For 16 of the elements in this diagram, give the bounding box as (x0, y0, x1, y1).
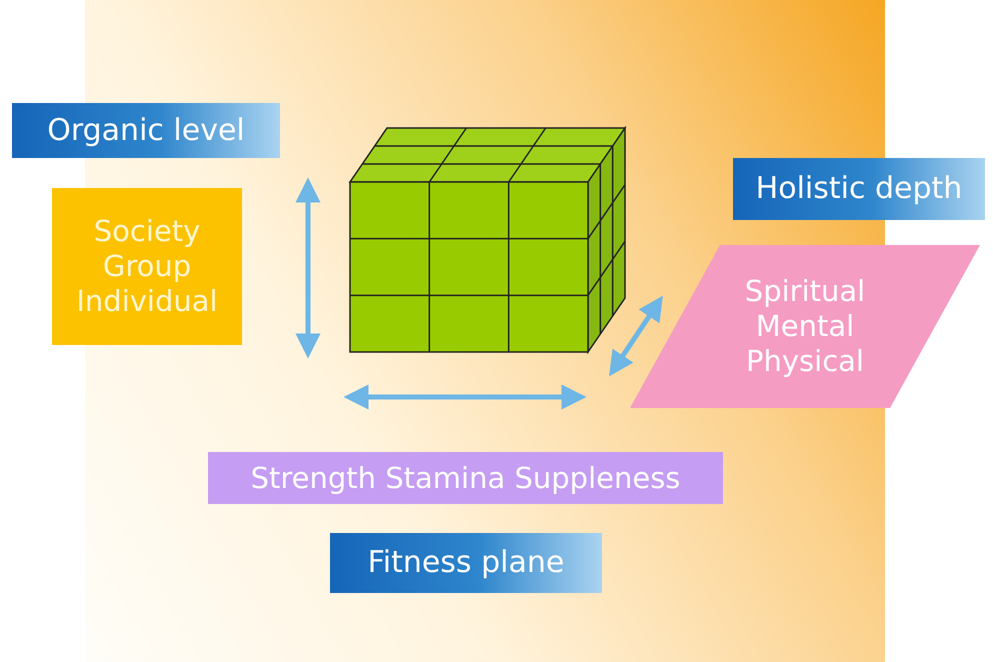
depth-label: Spiritual (744, 274, 866, 310)
level-banner (12, 103, 280, 158)
label-text: Society (94, 214, 200, 250)
label-text: Organic level (47, 112, 245, 148)
fitness-components-box (208, 452, 723, 504)
depth-parallelogram (630, 245, 980, 408)
label-text: Group (102, 249, 192, 284)
label-text: Fitness plane (368, 545, 564, 581)
label-text: Individual (76, 284, 218, 319)
label-text: Strength Stamina Suppleness (250, 460, 680, 496)
plane-banner (330, 533, 602, 593)
depth-label: Physical (746, 344, 864, 379)
depth-label: Mental (756, 309, 854, 344)
level-box (52, 188, 242, 345)
depth-banner (733, 158, 985, 220)
label-text: Holistic depth (756, 171, 962, 207)
